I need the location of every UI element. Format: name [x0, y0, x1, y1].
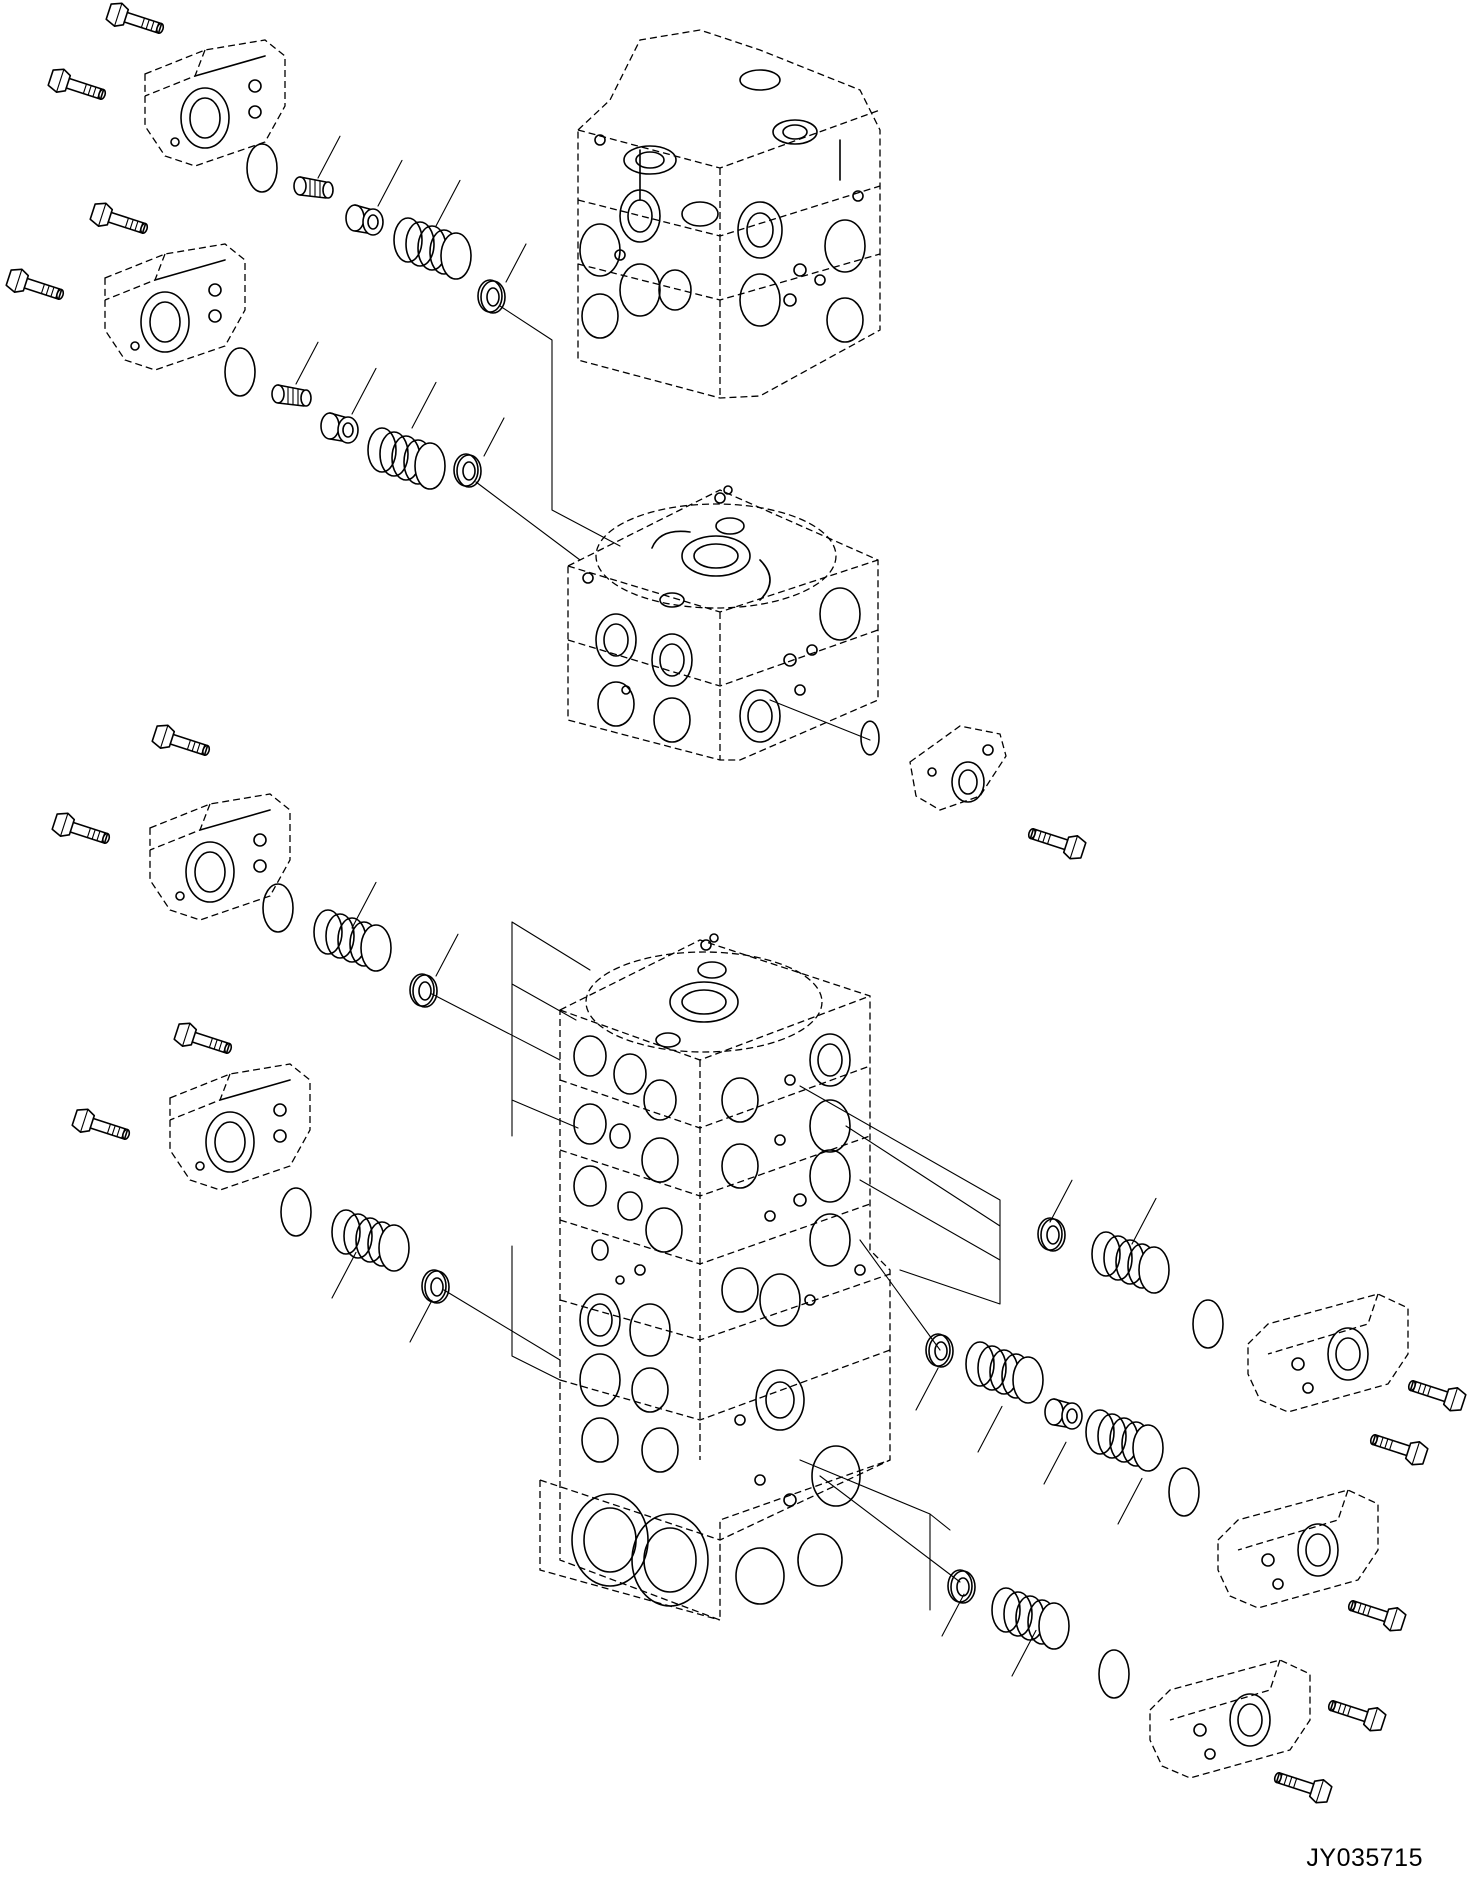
bracket-line-right-2	[800, 1460, 950, 1610]
drawing-code-label: JY035715	[1306, 1844, 1423, 1872]
retainer-1	[345, 204, 384, 236]
bolt-3	[88, 199, 152, 242]
bolt-11	[1366, 1426, 1430, 1469]
bolt-14	[1270, 1764, 1334, 1807]
leader-11	[331, 1251, 357, 1299]
leader-19	[941, 1593, 965, 1637]
cover-middle-right	[910, 726, 1006, 810]
bolt-10	[1404, 1372, 1468, 1415]
assembly-line-1	[500, 306, 620, 546]
seal-ring-5	[1037, 1217, 1066, 1252]
retainer-2	[320, 412, 359, 444]
o-ring-2	[224, 347, 256, 397]
cover-lower-right-3	[1149, 1659, 1311, 1779]
spring-6	[965, 1341, 1044, 1404]
leader-4	[505, 243, 527, 283]
leader-18	[1117, 1477, 1143, 1525]
leader-15	[915, 1367, 939, 1411]
o-ring-4	[262, 883, 294, 933]
leader-8	[483, 417, 505, 457]
bolt-2	[46, 65, 110, 108]
valve-block-middle	[568, 486, 878, 760]
bolt-9	[70, 1105, 134, 1148]
o-ring-1	[246, 143, 278, 193]
leader-14	[1131, 1197, 1157, 1245]
seal-ring-1	[477, 279, 506, 314]
assembly-line-7	[820, 1476, 960, 1582]
leader-1	[317, 135, 341, 179]
spring-1	[393, 217, 472, 280]
leader-6	[351, 367, 377, 415]
bolt-12	[1344, 1592, 1408, 1635]
bolt-5	[1024, 820, 1088, 863]
seal-ring-4	[421, 1269, 450, 1304]
retainer-3	[1044, 1398, 1083, 1430]
assembly-line-6	[860, 1240, 940, 1350]
leader-12	[409, 1299, 433, 1343]
spring-4	[331, 1209, 410, 1272]
bolt-1	[104, 0, 168, 42]
o-ring-6	[1192, 1299, 1224, 1349]
plug-1	[293, 176, 334, 199]
leader-7	[411, 381, 437, 429]
spring-5	[1091, 1231, 1170, 1294]
seal-ring-6	[925, 1333, 954, 1368]
spring-3	[313, 909, 392, 972]
spring-2	[367, 427, 446, 490]
assembly-line-2	[476, 482, 580, 560]
cover-lower-left-2	[169, 1063, 311, 1191]
cover-lower-left-1	[149, 793, 291, 921]
valve-block-bottom-stack	[540, 934, 890, 1620]
cover-lower-right-2	[1217, 1489, 1379, 1609]
plug-2	[271, 384, 312, 407]
leader-17	[1043, 1441, 1067, 1485]
cover-top-left-1	[144, 39, 286, 167]
bolt-13	[1324, 1692, 1388, 1735]
bolt-8	[172, 1019, 236, 1062]
leader-16	[977, 1405, 1003, 1453]
valve-block-top	[578, 30, 880, 398]
o-ring-5	[280, 1187, 312, 1237]
assembly-line-4	[432, 994, 560, 1060]
leader-9	[351, 881, 377, 929]
assembly-line-3	[770, 700, 870, 740]
bolt-4	[4, 265, 68, 308]
leader-5	[295, 341, 319, 385]
o-ring-8	[1098, 1649, 1130, 1699]
bolt-7	[50, 809, 114, 852]
seal-ring-3	[409, 973, 438, 1008]
assembly-line-5	[444, 1290, 560, 1360]
leader-3	[435, 179, 461, 227]
bolt-6	[150, 721, 214, 764]
leader-10	[435, 933, 459, 977]
spring-7	[1085, 1409, 1164, 1472]
cover-top-left-2	[104, 243, 246, 371]
bracket-line-right-1	[800, 1086, 1000, 1304]
o-ring-7	[1168, 1467, 1200, 1517]
leader-13	[1049, 1179, 1073, 1223]
leader-2	[377, 159, 403, 207]
bracket-line-left	[512, 922, 590, 1380]
cover-lower-right-1	[1247, 1293, 1409, 1413]
